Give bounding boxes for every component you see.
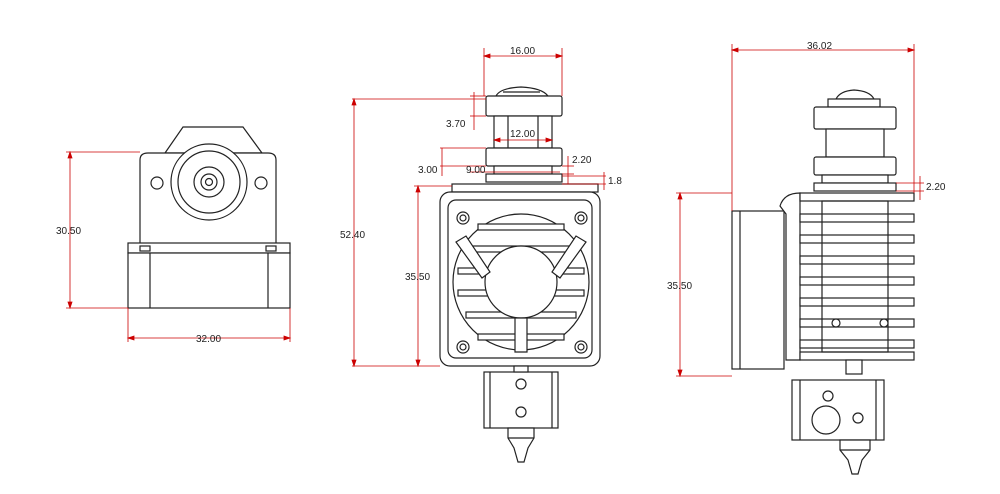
front-height-label: 30.50: [56, 226, 81, 237]
side-neck-width-label: 12.00: [510, 129, 535, 140]
side-fan-hub: [484, 245, 558, 319]
front-lip-tab-right: [265, 245, 277, 252]
rear-dimensions: [676, 44, 924, 378]
front-dimensions: [66, 150, 292, 342]
rear-nozzle: [839, 439, 871, 475]
rear-lower-collar: [813, 156, 897, 176]
front-width-label: 32.00: [196, 334, 221, 345]
side-collar-label: 3.70: [446, 119, 466, 130]
rear-plate: [813, 182, 897, 192]
front-fan-block: [127, 252, 291, 309]
side-heater-hole-top: [515, 378, 527, 390]
side-spacer: [493, 165, 553, 175]
rear-neck: [825, 128, 885, 158]
rear-heatsink-height-label: 35.50: [667, 281, 692, 292]
side-small-gap-label: 2.20: [572, 155, 592, 166]
rear-heatsink-fins: [799, 192, 915, 361]
rear-heater-hole-large: [811, 405, 841, 435]
rear-fan-side: [731, 210, 785, 370]
side-plate: [485, 173, 563, 183]
side-overall-height-label: 52.40: [340, 230, 365, 241]
side-fan-bracket: [451, 183, 599, 193]
side-view: [439, 86, 601, 463]
rear-heater-block: [791, 379, 885, 441]
front-screw-left: [150, 176, 164, 190]
front-ring-inner: [204, 177, 214, 187]
front-screw-right: [254, 176, 268, 190]
rear-heater-hole-right: [852, 412, 864, 424]
front-lip-tab-left: [139, 245, 151, 252]
rear-bracket: [779, 192, 801, 361]
side-groove-label: 3.00: [418, 165, 438, 176]
side-lower-collar: [485, 147, 563, 167]
side-top-width-label: 16.00: [510, 46, 535, 57]
rear-upper-collar: [813, 106, 897, 130]
side-plate-label: 1.8: [608, 176, 622, 187]
rear-core: [821, 200, 889, 353]
rear-heater-hole-small-top: [822, 390, 834, 402]
rear-core-hole-left: [831, 318, 841, 328]
rear-overall-width-label: 36.02: [807, 41, 832, 52]
rear-spacer: [821, 174, 889, 184]
rear-view: [731, 89, 915, 475]
rear-small-gap-label: 2.20: [926, 182, 946, 193]
side-bore-label: 9.00: [466, 165, 486, 176]
side-upper-collar: [485, 95, 563, 117]
side-nozzle: [507, 427, 535, 463]
front-view: [127, 126, 291, 309]
side-dimensions: [351, 48, 606, 368]
side-heater-hole-bottom: [515, 406, 527, 418]
side-fan-height-label: 35.50: [405, 272, 430, 283]
rear-top-cap: [835, 89, 875, 100]
rear-core-hole-right: [879, 318, 889, 328]
